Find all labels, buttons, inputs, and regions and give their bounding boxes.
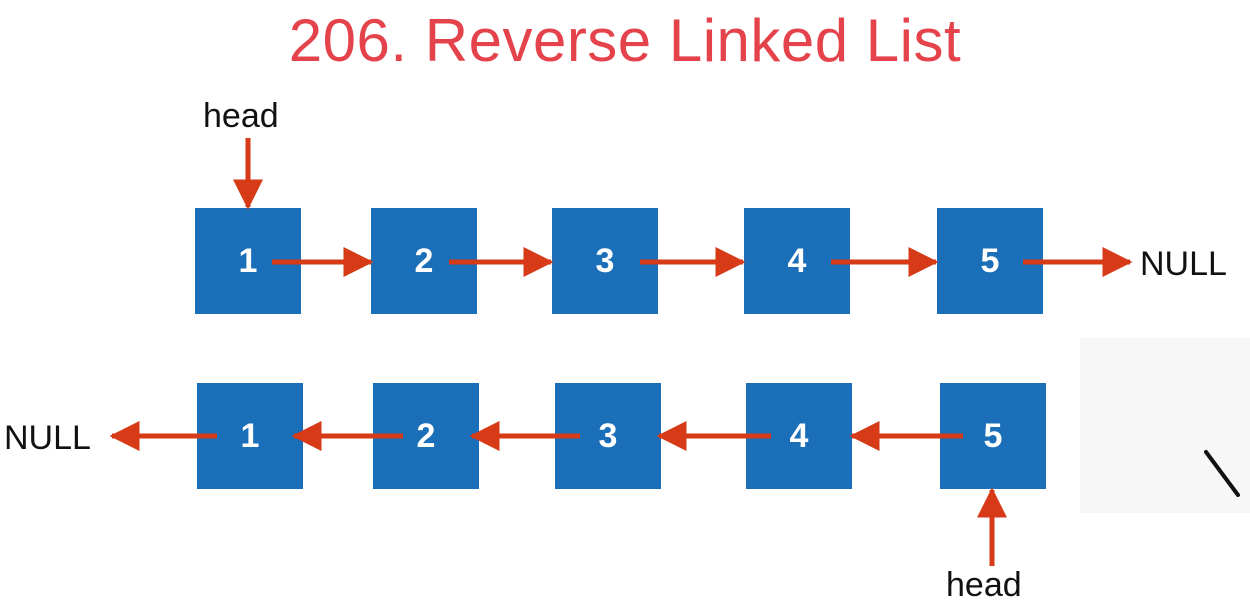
original-head-label: head xyxy=(203,97,279,135)
annotation-panel xyxy=(1080,338,1250,513)
reversed-null-label: NULL xyxy=(4,419,91,457)
slide-title: 206. Reverse Linked List xyxy=(288,7,962,74)
reversed-head-label: head xyxy=(946,566,1022,604)
original-null-label: NULL xyxy=(1140,245,1227,283)
